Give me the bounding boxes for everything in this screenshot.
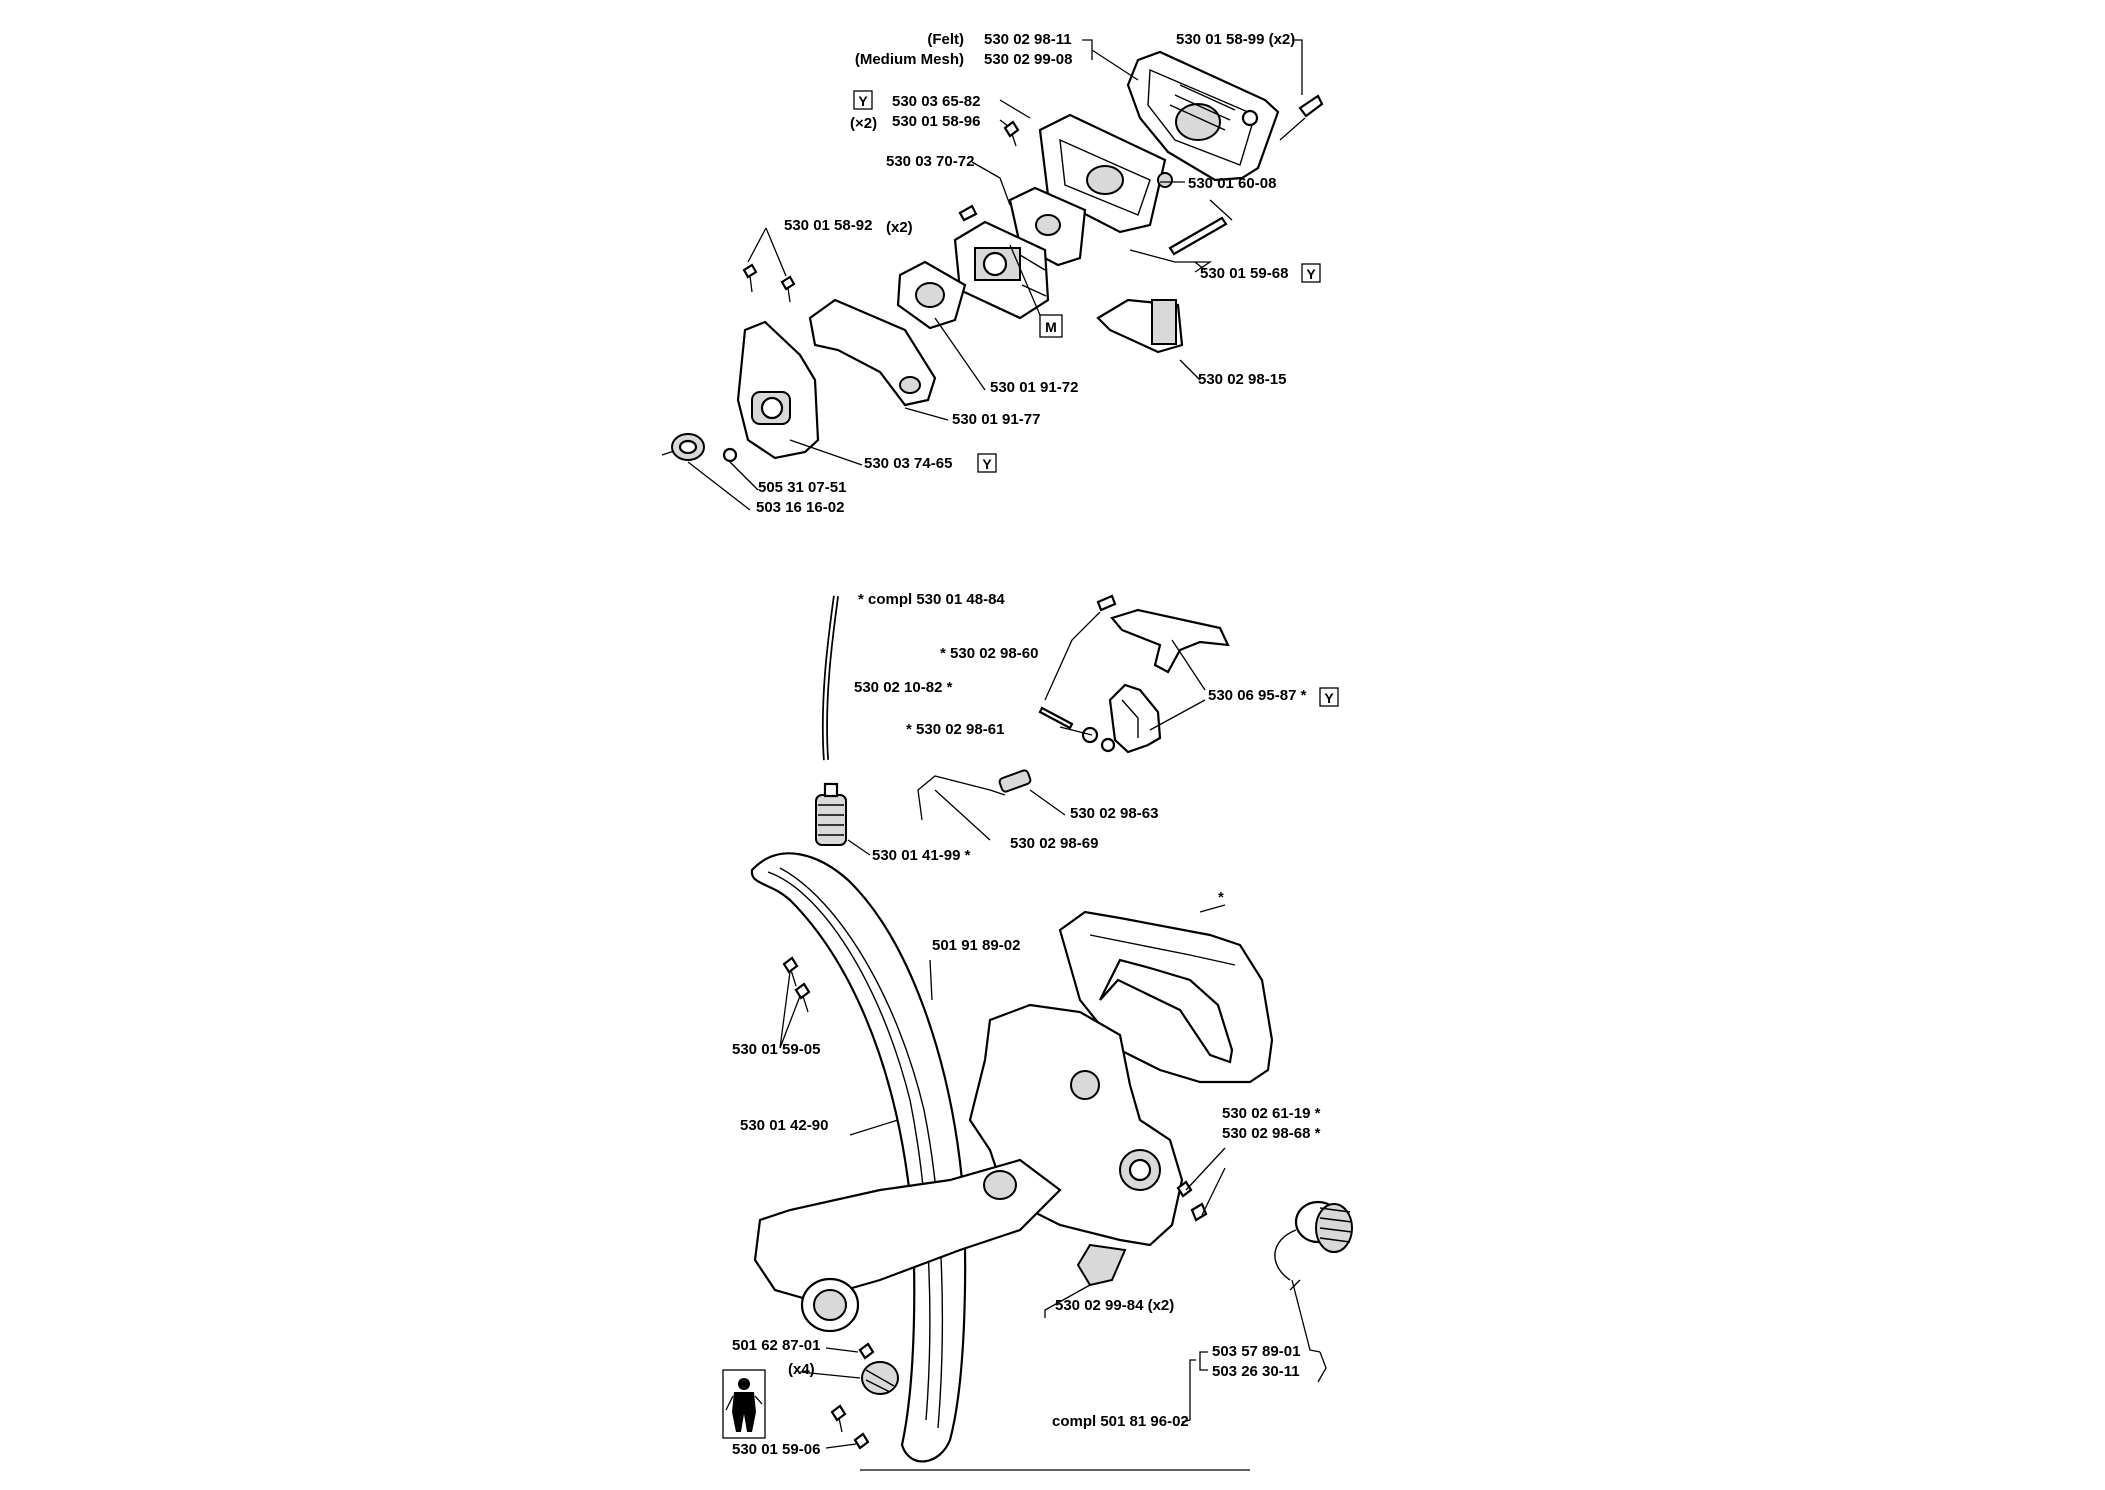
throttle-rod (917, 769, 1032, 821)
label-spring-pin: * 530 02 98-61 (906, 721, 1004, 738)
fuel-filter (815, 782, 847, 846)
bolt-icon (1279, 94, 1324, 141)
label-handlebar-bolt: 501 91 89-02 (932, 937, 1020, 954)
label-felt-qualifier: (Felt) (927, 31, 964, 48)
label-tank-cap: 503 57 89-01 (1212, 1343, 1300, 1360)
nut-icon (1157, 172, 1173, 188)
plug-icon (1076, 1243, 1127, 1287)
screw-pair-icon (742, 263, 796, 303)
label-washer: 503 16 16-02 (756, 499, 844, 516)
svg-text:M: M (1045, 319, 1057, 335)
svg-text:Y: Y (1306, 266, 1316, 282)
anti-vibration-mount (858, 1342, 899, 1395)
label-bottom-screw: 530 01 59-06 (732, 1441, 820, 1458)
label-cap-a: 530 02 61-19 * (1222, 1105, 1321, 1122)
screw-icon (1003, 120, 1020, 147)
label-mesh-qualifier: (Medium Mesh) (855, 51, 964, 68)
label-nut: 530 01 60-08 (1188, 175, 1276, 192)
label-screw-qty: (×2) (850, 115, 877, 132)
spring-pin (1038, 706, 1074, 730)
label-handlebar: 530 01 42-90 (740, 1117, 828, 1134)
air-filter-housing (1126, 50, 1280, 182)
tank-cap (1274, 1200, 1353, 1281)
lower-tube-arm (753, 1158, 1062, 1333)
label-gasket: 530 03 65-82 (892, 93, 980, 110)
shroud (736, 320, 820, 460)
label-trigger: 530 06 95-87 * (1208, 687, 1307, 704)
tag-y-stud: Y (1301, 263, 1321, 283)
tag-y-filter: Y (853, 90, 873, 110)
svg-text:Y: Y (982, 456, 992, 472)
label-shroud: 530 03 74-65 (864, 455, 952, 472)
label-tank-compl: compl 501 81 96-02 (1052, 1413, 1189, 1430)
tag-y-shroud: Y (977, 453, 997, 473)
label-mesh: 530 02 99-08 (984, 51, 1072, 68)
label-mount: 501 62 87-01 (732, 1337, 820, 1354)
handlebar (750, 852, 967, 1463)
label-tank-seal: 503 26 30-11 (1212, 1363, 1300, 1380)
stud-icon (1168, 199, 1233, 256)
label-plug: 530 02 99-84 (x2) (1055, 1297, 1174, 1314)
lower-leader-lines (779, 611, 1327, 1449)
svg-text:Y: Y (1324, 690, 1334, 706)
cap-screws-icon (1176, 1180, 1208, 1222)
tag-y-trigger: Y (1319, 687, 1339, 707)
label-bracket: 530 01 91-77 (952, 411, 1040, 428)
label-screws: 530 01 59-05 (732, 1041, 820, 1058)
trigger (1081, 683, 1162, 754)
upper-leader-lines (687, 39, 1303, 511)
tag-m-carb: M (1039, 314, 1063, 338)
label-grommet: 505 31 07-51 (758, 479, 846, 496)
label-pin: * 530 02 98-60 (940, 645, 1038, 662)
svg-text:Y: Y (858, 93, 868, 109)
label-intake-gasket: 530 01 91-72 (990, 379, 1078, 396)
intake-gasket (896, 260, 967, 330)
intake-bracket (808, 298, 937, 407)
label-felt: 530 02 98-11 (984, 31, 1072, 48)
carburetor (953, 204, 1050, 320)
label-plate: 530 03 70-72 (886, 153, 974, 170)
bottom-screws-icon (830, 1404, 870, 1450)
label-screw-pair-qty: (x2) (886, 219, 913, 236)
label-stud: 530 01 59-68 (1200, 265, 1288, 282)
label-link: 530 02 98-69 (1010, 835, 1098, 852)
label-screw: 530 01 58-96 (892, 113, 980, 130)
carb-cover (1096, 298, 1184, 354)
label-hose: 530 02 10-82 * (854, 679, 953, 696)
label-fuel-line: * compl 530 01 48-84 (858, 591, 1005, 608)
label-mount-qty: (x4) (788, 1361, 815, 1378)
throttle-lever (1096, 594, 1230, 674)
label-cap-b: 530 02 98-68 * (1222, 1125, 1321, 1142)
upper-assembly: Y Y M Y (Felt) 530 02 98-11 (Medium Mesh… (661, 31, 1324, 516)
label-filter: 530 01 41-99 * (872, 847, 971, 864)
label-handle-star: * (1218, 889, 1224, 906)
handle-screws-icon (782, 956, 811, 1013)
washer-icon (722, 447, 738, 463)
grommet-icon (661, 433, 705, 461)
service-mechanic-icon (722, 1369, 766, 1439)
label-bolt-x2: 530 01 58-99 (x2) (1176, 31, 1295, 48)
label-rod: 530 02 98-63 (1070, 805, 1158, 822)
lower-assembly: Y * compl 530 01 48-84 * 530 02 98-60 53… (722, 591, 1353, 1471)
label-screw-pair: 530 01 58-92 (784, 217, 872, 234)
label-cover: 530 02 98-15 (1198, 371, 1286, 388)
